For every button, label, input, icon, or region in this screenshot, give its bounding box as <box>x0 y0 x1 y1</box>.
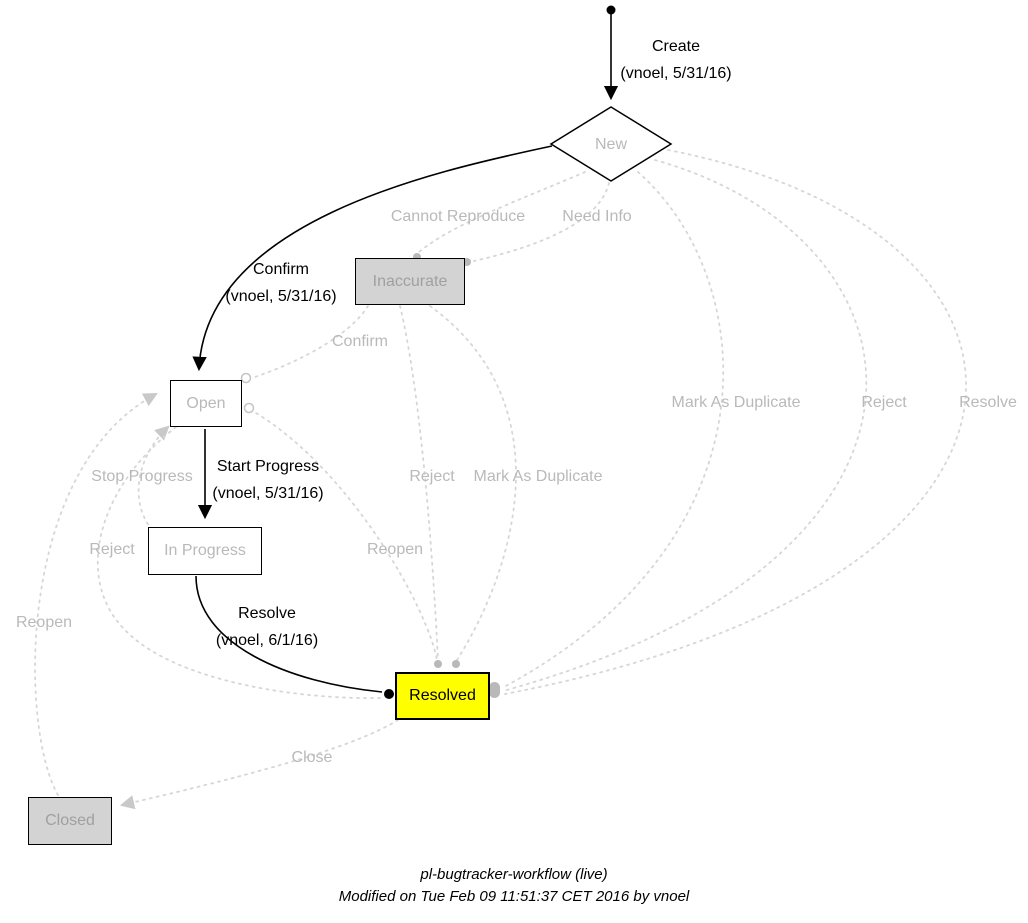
node-closed-label: Closed <box>45 812 95 829</box>
resolved-endpoint-capsule <box>489 682 500 698</box>
node-resolved-label: Resolved <box>409 687 476 704</box>
edge-reopen-mid <box>255 412 439 666</box>
inaccurate-endpoint-dot-2 <box>463 258 471 266</box>
resolved-entry-dot <box>384 689 394 699</box>
edge-reject-right <box>502 159 868 692</box>
node-open[interactable]: Open <box>170 380 242 427</box>
edge-resolve-right <box>504 149 967 695</box>
edge-need-info <box>473 182 610 262</box>
edge-mark-as-duplicate-right <box>501 171 725 689</box>
node-resolved[interactable]: Resolved <box>395 672 490 720</box>
node-open-label: Open <box>186 394 226 412</box>
open-endpoint-ring-1 <box>240 372 252 384</box>
solid-edges <box>192 14 619 693</box>
resolved-endpoint-dot-1 <box>434 660 442 668</box>
edge-reopen-left <box>34 392 158 796</box>
edge-reject-left <box>96 426 385 700</box>
edge-confirm-inaccurate-open <box>251 305 369 379</box>
node-inaccurate[interactable]: Inaccurate <box>355 258 465 305</box>
edge-close <box>119 719 399 810</box>
resolved-endpoint-dot-2 <box>452 660 460 668</box>
edge-confirm-new-open <box>192 145 553 372</box>
node-closed[interactable]: Closed <box>28 797 112 845</box>
edge-cannot-reproduce <box>417 171 586 254</box>
node-inaccurate-label: Inaccurate <box>372 272 448 290</box>
edge-endpoints <box>240 5 616 699</box>
dotted-edges <box>34 149 967 810</box>
open-endpoint-ring-2 <box>243 402 255 414</box>
edge-reject-mid <box>399 305 439 661</box>
edge-resolve-inprogress-resolved <box>195 575 383 693</box>
node-new-shape[interactable] <box>549 106 673 182</box>
start-dot <box>606 5 616 15</box>
node-in-progress-label: In Progress <box>164 542 246 559</box>
edge-mark-as-duplicate-mid <box>429 305 517 661</box>
node-in-progress[interactable]: In Progress <box>148 527 262 575</box>
edge-stop-progress <box>137 425 170 531</box>
